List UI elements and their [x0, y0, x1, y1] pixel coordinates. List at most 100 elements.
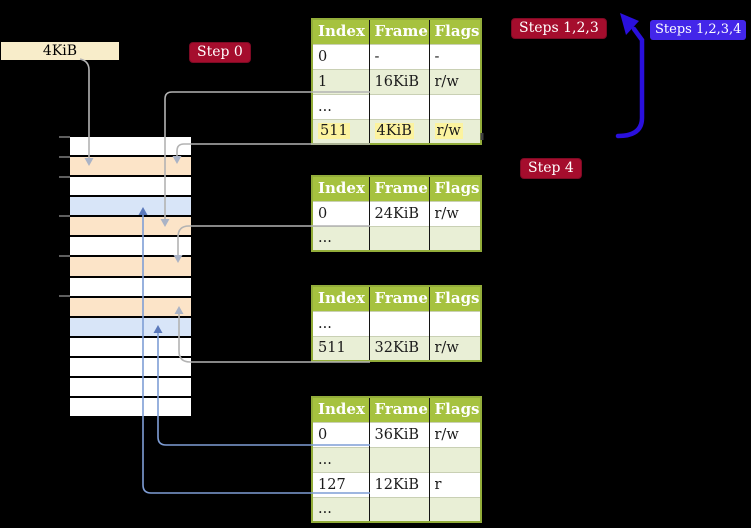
- highlighted-value: r/w: [434, 123, 463, 140]
- cell: 511: [312, 335, 369, 361]
- memory-frame-table: [70, 157, 191, 176]
- column-header: Flags: [428, 286, 481, 311]
- table-header-row: Index Frame Flags: [312, 397, 481, 422]
- table-row: 1 16KiB r/w: [312, 68, 481, 94]
- memory-frame-free: [70, 377, 191, 397]
- tick-mark: [59, 136, 70, 138]
- cell: 24KiB: [368, 200, 429, 226]
- column-header: Index: [312, 176, 369, 201]
- table-row: 511 32KiB r/w: [312, 335, 481, 361]
- cell: -: [428, 43, 481, 69]
- memory-frame-page: [70, 317, 191, 336]
- cell: 1: [312, 68, 369, 94]
- memory-frame-page: [70, 197, 191, 216]
- table-row: 127 12KiB r: [312, 471, 481, 497]
- cell: 0: [312, 43, 369, 69]
- frame-size-label: 4KiB: [1, 42, 119, 60]
- highlighted-value: 4KiB: [374, 123, 414, 140]
- cell: ...: [312, 93, 369, 119]
- cell: [368, 446, 429, 472]
- memory-frame-free: [70, 357, 191, 376]
- tick-mark: [59, 255, 70, 257]
- memory-frame-free: [70, 137, 191, 156]
- cell: 511: [312, 118, 369, 144]
- table-row: 0 24KiB r/w: [312, 200, 481, 226]
- connector-l4e511-to-4kib: [176, 143, 370, 156]
- recursive-loop-arrowhead-icon: [620, 13, 639, 35]
- step0-label: Step 0: [189, 42, 251, 63]
- memory-frame-free: [70, 277, 191, 296]
- cell: r/w: [428, 68, 481, 94]
- cell: [368, 225, 429, 251]
- table-header-row: Index Frame Flags: [312, 286, 481, 311]
- cell: -: [368, 43, 429, 69]
- highlighted-value: 511: [318, 123, 350, 140]
- cell: [428, 310, 481, 336]
- memory-frame-table: [70, 297, 191, 316]
- column-header: Flags: [428, 397, 481, 422]
- cell: 32KiB: [368, 335, 429, 361]
- cell: ...: [312, 446, 369, 472]
- table-row-recursive-entry: 511 4KiB r/w: [312, 118, 481, 144]
- cell: r/w: [428, 421, 481, 447]
- column-header: Frame: [368, 397, 429, 422]
- cell: [428, 93, 481, 119]
- cell: [428, 225, 481, 251]
- cell: [368, 496, 429, 522]
- cell: ...: [312, 225, 369, 251]
- memory-frame-free: [70, 398, 191, 417]
- cell: [368, 93, 429, 119]
- cell: 127: [312, 471, 369, 497]
- table-row: 0 - -: [312, 43, 481, 69]
- column-header: Index: [312, 19, 369, 44]
- page-table-level2: Index Frame Flags ... 511 32KiB r/w: [311, 285, 482, 362]
- column-header: Flags: [428, 19, 481, 44]
- table-row: ...: [312, 310, 481, 336]
- cell: [368, 310, 429, 336]
- memory-frame-table: [70, 217, 191, 236]
- cell: 12KiB: [368, 471, 429, 497]
- cell: [428, 496, 481, 522]
- table-header-row: Index Frame Flags: [312, 19, 481, 44]
- page-table-level4: Index Frame Flags 0 - - 1 16KiB r/w ... …: [311, 18, 482, 145]
- column-header: Index: [312, 286, 369, 311]
- cell: r/w: [428, 200, 481, 226]
- table-row: ...: [312, 93, 481, 119]
- column-header: Frame: [368, 286, 429, 311]
- cell: 4KiB: [368, 118, 429, 144]
- steps1234-label: Steps 1,2,3,4: [650, 20, 747, 40]
- memory-frame-free: [70, 337, 191, 356]
- page-table-level3: Index Frame Flags 0 24KiB r/w ...: [311, 175, 482, 252]
- cell: r: [428, 471, 481, 497]
- tick-mark: [59, 295, 70, 297]
- column-header: Index: [312, 397, 369, 422]
- tick-mark: [59, 156, 70, 158]
- step4-label: Step 4: [520, 158, 582, 179]
- column-header: Flags: [428, 176, 481, 201]
- cell: ...: [312, 496, 369, 522]
- cell: 36KiB: [368, 421, 429, 447]
- table-row: 0 36KiB r/w: [312, 421, 481, 447]
- steps123-label: Steps 1,2,3: [511, 18, 607, 39]
- recursive-loop-arrow: [615, 26, 645, 139]
- table-row: ...: [312, 446, 481, 472]
- column-header: Frame: [368, 19, 429, 44]
- memory-strip: [70, 137, 191, 417]
- table-header-row: Index Frame Flags: [312, 176, 481, 201]
- tick-mark: [59, 176, 70, 178]
- memory-frame-free: [70, 177, 191, 196]
- cell: 0: [312, 200, 369, 226]
- cell: ...: [312, 310, 369, 336]
- cell: [428, 446, 481, 472]
- column-header: Frame: [368, 176, 429, 201]
- cell: r/w: [428, 118, 481, 144]
- table-row: ...: [312, 496, 481, 522]
- tick-mark: [59, 215, 70, 217]
- memory-frame-free: [70, 237, 191, 256]
- table-row: ...: [312, 225, 481, 251]
- cell: 16KiB: [368, 68, 429, 94]
- cell: 0: [312, 421, 369, 447]
- cell: r/w: [428, 335, 481, 361]
- page-table-level1: Index Frame Flags 0 36KiB r/w ... 127 12…: [311, 396, 482, 523]
